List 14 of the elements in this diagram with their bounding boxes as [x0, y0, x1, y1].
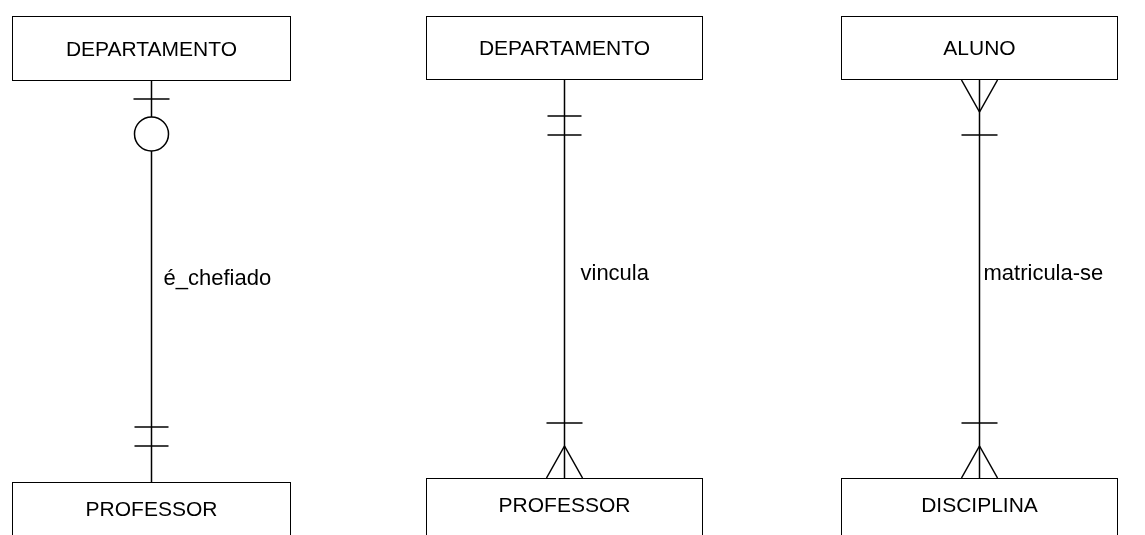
entity-name: PROFESSOR: [85, 497, 218, 521]
relationship-line: [132, 80, 171, 483]
relationship-line: [960, 79, 999, 479]
entity-name: DEPARTAMENTO: [65, 36, 238, 61]
entity-name: DEPARTAMENTO: [478, 36, 651, 60]
entity-name: PROFESSOR: [498, 493, 631, 517]
relationship-line: [545, 79, 584, 479]
entity-box: [841, 478, 1118, 535]
entity-box: [841, 16, 1118, 80]
entity-box: [12, 16, 291, 81]
entity-name: ALUNO: [943, 36, 1016, 60]
entity-box: [426, 16, 703, 80]
entity-name: DISCIPLINA: [921, 493, 1038, 517]
entity-box: [426, 478, 703, 535]
